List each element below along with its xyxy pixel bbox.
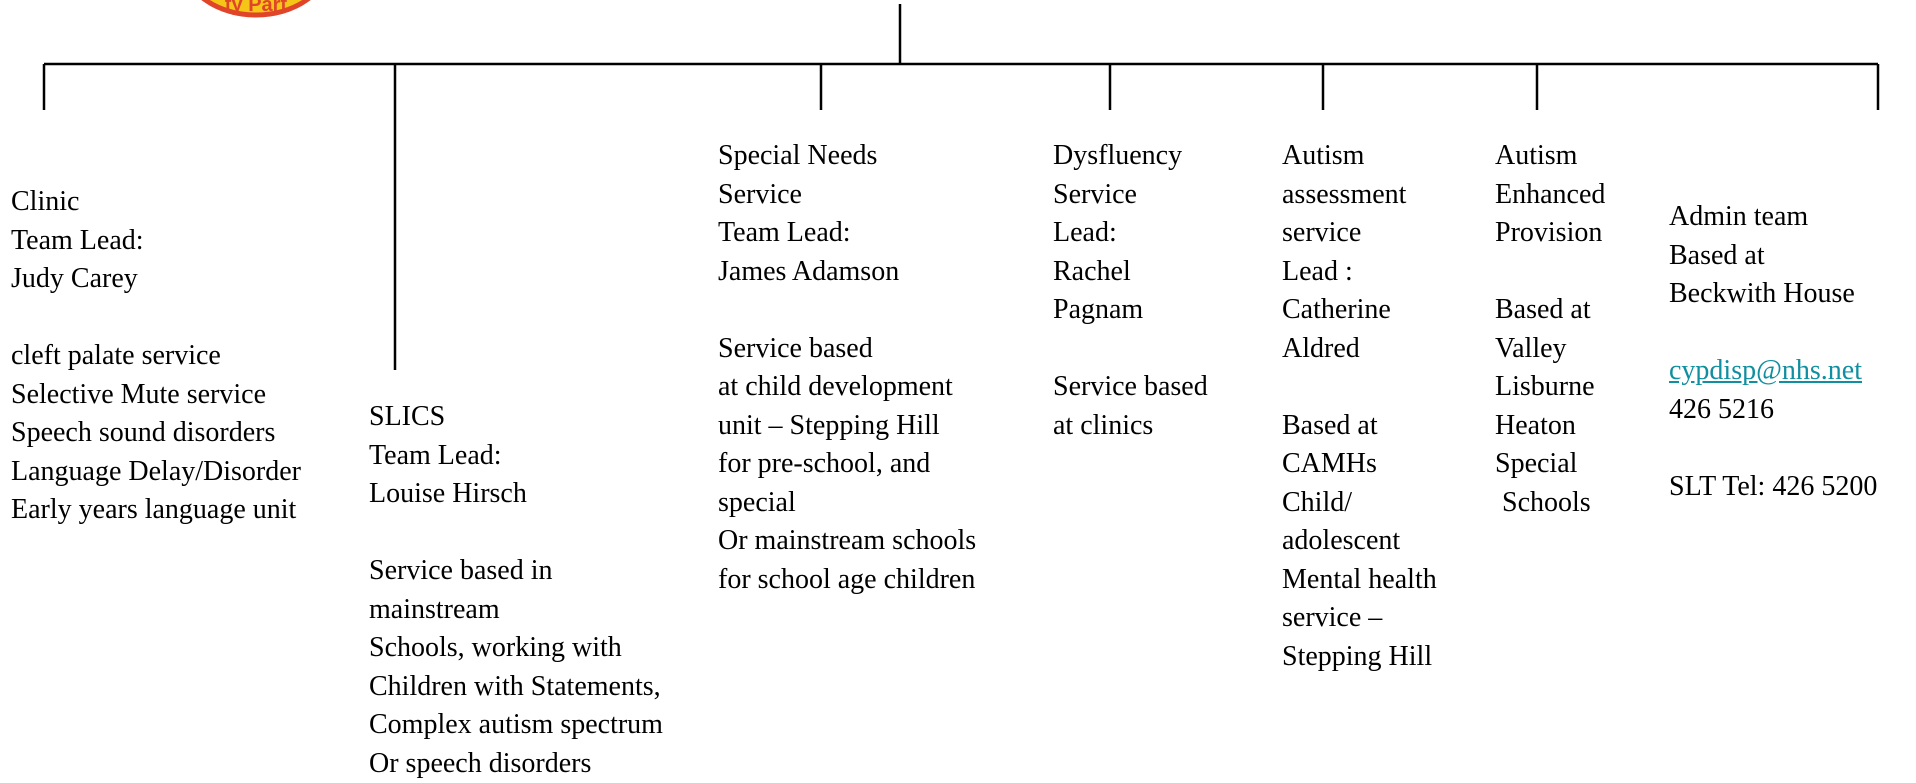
text-line: Service [1053, 176, 1208, 215]
text-line: Special [1495, 445, 1605, 484]
text-line: at clinics [1053, 407, 1208, 446]
text-line: Heaton [1495, 407, 1605, 446]
text-line: service [1282, 214, 1437, 253]
text-line: cleft palate service [11, 337, 301, 376]
text-line: Clinic [11, 183, 301, 222]
text-line: Service based [1053, 368, 1208, 407]
text-line: Team Lead: [369, 437, 663, 476]
text-line: Selective Mute service [11, 376, 301, 415]
text-line: Special Needs [718, 137, 976, 176]
text-line: special [718, 484, 976, 523]
text-line: Judy Carey [11, 260, 301, 299]
text-line: assessment [1282, 176, 1437, 215]
paragraph-gap [1495, 253, 1605, 292]
text-line: Service based [718, 330, 976, 369]
box-admin: Admin team Based at Beckwith House cypdi… [1669, 198, 1877, 506]
text-line: Lisburne [1495, 368, 1605, 407]
text-line: Schools, working with [369, 629, 663, 668]
text-line: Admin team [1669, 198, 1877, 237]
text-line: Early years language unit [11, 491, 301, 530]
text-line: Or speech disorders [369, 745, 663, 783]
text-line: Lead: [1053, 214, 1208, 253]
box-special-needs: Special Needs Service Team Lead: James A… [718, 137, 976, 599]
text-line: Based at [1282, 407, 1437, 446]
text-line: Rachel [1053, 253, 1208, 292]
paragraph-gap [1669, 429, 1877, 468]
text-line: Schools [1495, 484, 1605, 523]
box-dysfluency: Dysfluency Service Lead: Rachel Pagnam S… [1053, 137, 1208, 445]
text-line: Children with Statements, [369, 668, 663, 707]
text-line: Enhanced [1495, 176, 1605, 215]
text-line: Louise Hirsch [369, 475, 663, 514]
paragraph-gap [1282, 368, 1437, 407]
paragraph-gap [369, 514, 663, 553]
text-line: Beckwith House [1669, 275, 1877, 314]
slt-telephone: SLT Tel: 426 5200 [1669, 468, 1877, 507]
text-line: at child development [718, 368, 976, 407]
box-clinic: Clinic Team Lead: Judy Carey cleft palat… [11, 183, 301, 530]
text-line: Service [718, 176, 976, 215]
text-line: adolescent [1282, 522, 1437, 561]
text-line: for school age children [718, 561, 976, 600]
text-line: Pagnam [1053, 291, 1208, 330]
text-line: Autism [1495, 137, 1605, 176]
text-line: service – [1282, 599, 1437, 638]
text-line: Speech sound disorders [11, 414, 301, 453]
text-line: Provision [1495, 214, 1605, 253]
text-line: Language Delay/Disorder [11, 453, 301, 492]
text-line: Team Lead: [11, 222, 301, 261]
text-line: Valley [1495, 330, 1605, 369]
text-line: Dysfluency [1053, 137, 1208, 176]
text-line: Child/ [1282, 484, 1437, 523]
text-line: Service based in [369, 552, 663, 591]
text-line: CAMHs [1282, 445, 1437, 484]
text-line: Lead : [1282, 253, 1437, 292]
text-line: Stepping Hill [1282, 638, 1437, 677]
box-slics: SLICS Team Lead: Louise Hirsch Service b… [369, 398, 663, 783]
box-autism-enhanced: Autism Enhanced Provision Based at Valle… [1495, 137, 1605, 522]
text-line: mainstream [369, 591, 663, 630]
admin-phone: 426 5216 [1669, 391, 1877, 430]
email-link[interactable]: cypdisp@nhs.net [1669, 352, 1877, 391]
paragraph-gap [1053, 330, 1208, 369]
paragraph-gap [1669, 314, 1877, 353]
text-line: Aldred [1282, 330, 1437, 369]
paragraph-gap [718, 291, 976, 330]
text-line: SLICS [369, 398, 663, 437]
text-line: Complex autism spectrum [369, 706, 663, 745]
paragraph-gap [11, 299, 301, 338]
text-line: Team Lead: [718, 214, 976, 253]
text-line: Catherine [1282, 291, 1437, 330]
text-line: James Adamson [718, 253, 976, 292]
text-line: Autism [1282, 137, 1437, 176]
text-line: Mental health [1282, 561, 1437, 600]
text-line: Based at [1669, 237, 1877, 276]
text-line: Based at [1495, 291, 1605, 330]
box-autism-assessment: Autism assessment service Lead : Catheri… [1282, 137, 1437, 676]
text-line: for pre-school, and [718, 445, 976, 484]
text-line: Or mainstream schools [718, 522, 976, 561]
text-line: unit – Stepping Hill [718, 407, 976, 446]
